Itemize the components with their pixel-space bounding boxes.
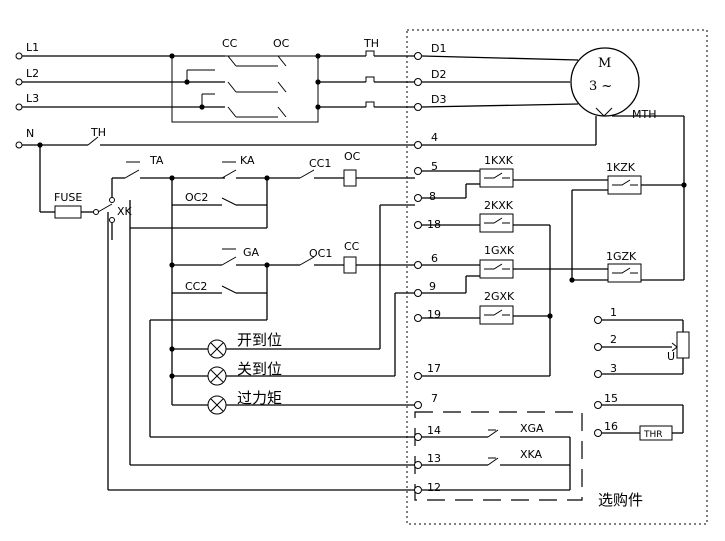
label-d2: D2 [431, 68, 446, 81]
terminal-pot-3 [594, 370, 602, 378]
motor-symbol [570, 47, 640, 117]
label-d3: D3 [431, 93, 446, 106]
terminal-l2 [15, 78, 23, 86]
label-pot-2: 2 [610, 333, 617, 346]
terminal-12 [414, 486, 422, 494]
label-oc2: OC2 [185, 191, 208, 204]
terminal-n [15, 141, 23, 149]
label-lamp-open: 开到位 [237, 331, 282, 349]
label-t14: 14 [427, 424, 441, 437]
terminal-19 [414, 314, 422, 322]
label-lamp-torque: 过力矩 [237, 389, 282, 407]
label-xga: XGA [520, 422, 544, 435]
label-cc1: CC1 [309, 157, 331, 170]
label-t4: 4 [431, 131, 438, 144]
label-t6: 6 [431, 252, 438, 265]
terminal-pot-2 [594, 343, 602, 351]
optional-section: 14 13 12 XGA XKA 选购件 [108, 411, 643, 509]
terminal-d1 [414, 52, 422, 60]
label-oc1: OC1 [309, 247, 332, 260]
terminal-6 [414, 261, 422, 269]
label-xk: XK [117, 205, 133, 218]
label-th-power: TH [363, 37, 379, 50]
label-1gxk: 1GXK [484, 244, 515, 257]
label-t15: 15 [604, 392, 618, 405]
lamp-torque-icon [207, 395, 227, 415]
label-2gxk: 2GXK [484, 290, 515, 303]
optional-caption: 选购件 [598, 491, 643, 509]
terminal-17 [414, 372, 422, 380]
terminal-pot-1 [594, 316, 602, 324]
label-1gzk: 1GZK [606, 250, 637, 263]
fuse [54, 205, 82, 219]
label-t8: 8 [429, 190, 436, 203]
motor-letter: M [598, 56, 611, 71]
label-t12: 12 [427, 481, 441, 494]
label-oc: OC [273, 37, 290, 50]
label-t16: 16 [604, 420, 618, 433]
terminal-4 [414, 141, 422, 149]
label-pot-1: 1 [610, 306, 617, 319]
label-t9: 9 [429, 280, 436, 293]
terminal-5 [414, 167, 422, 175]
terminal-14 [414, 433, 422, 441]
label-t7: 7 [431, 392, 438, 405]
label-1kxk: 1KXK [484, 154, 514, 167]
label-pot-u: U [667, 350, 675, 363]
close-control-branch: GA CC2 OC1 CC [149, 178, 415, 437]
label-t5: 5 [431, 160, 438, 173]
terminal-block-frame [406, 29, 708, 525]
label-xka: XKA [520, 448, 543, 461]
open-control-branch: TA KA OC2 CC1 OC [124, 150, 415, 229]
label-pot-3: 3 [610, 362, 617, 375]
contactor-bank [171, 55, 319, 123]
lamp-open-icon [207, 339, 227, 359]
terminal-8 [414, 194, 422, 202]
label-ta: TA [149, 154, 164, 167]
label-d1: D1 [431, 42, 446, 55]
motor-phase: 3 ~ [589, 79, 612, 94]
potentiometer-icon [676, 331, 690, 359]
coil-cc [343, 256, 357, 274]
label-cc2: CC2 [185, 280, 207, 293]
terminal-16 [594, 429, 602, 437]
lamp-close-icon [207, 366, 227, 386]
label-ka: KA [240, 154, 255, 167]
label-cc: CC [222, 37, 238, 50]
label-thr: THR [643, 430, 663, 440]
terminal-9 [414, 289, 422, 297]
label-fuse: FUSE [54, 191, 82, 204]
terminal-d2 [414, 78, 422, 86]
label-coil-cc: CC [344, 240, 360, 253]
terminal-13 [414, 461, 422, 469]
thr-section: 15 16 THR [594, 392, 684, 441]
coil-oc [343, 169, 357, 187]
power-section: L1 L2 L3 N CC OC TH [15, 37, 685, 280]
label-2kxk: 2KXK [484, 199, 514, 212]
neutral-line: TH FUSE XK [22, 126, 415, 490]
limit-switches: 1KXK 8 2KXK 18 1GXK 9 [379, 154, 687, 377]
label-l2: L2 [26, 67, 39, 80]
terminal-l1 [15, 52, 23, 60]
label-n: N [26, 127, 34, 140]
label-t19: 19 [427, 308, 441, 321]
label-l1: L1 [26, 41, 39, 54]
label-coil-oc: OC [344, 150, 361, 163]
label-t13: 13 [427, 452, 441, 465]
label-t17: 17 [427, 362, 441, 375]
terminal-15 [594, 401, 602, 409]
terminal-d3 [414, 103, 422, 111]
potentiometer-section: 1 2 3 U [594, 306, 690, 378]
indicator-lamps: 开到位 关到位 过力矩 [169, 331, 415, 415]
label-lamp-close: 关到位 [237, 360, 282, 378]
label-th-control: TH [90, 126, 106, 139]
label-1kzk: 1KZK [606, 161, 636, 174]
terminal-l3 [15, 103, 23, 111]
motor-thermostat-label: MTH [632, 108, 656, 121]
terminal-7 [414, 401, 422, 409]
label-ga: GA [243, 246, 260, 259]
terminal-18 [414, 221, 422, 229]
label-l3: L3 [26, 92, 39, 105]
